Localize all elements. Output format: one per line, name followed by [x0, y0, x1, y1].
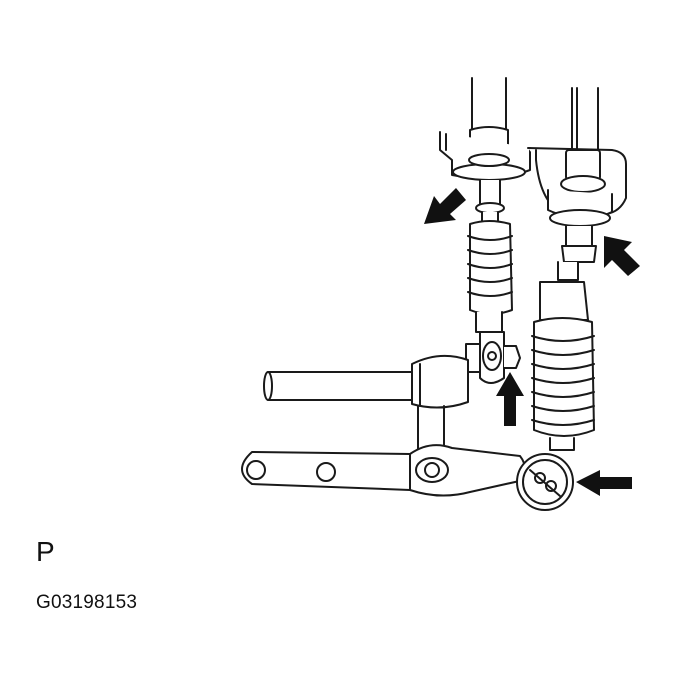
arrow-lower-right-icon: [576, 470, 632, 496]
right-end-joint: [516, 453, 574, 511]
arrow-upper-left-icon: [424, 188, 466, 224]
left-end-joint: [465, 331, 521, 384]
right-cable: [571, 87, 599, 151]
support-post: [417, 405, 445, 451]
right-boot: [531, 261, 595, 451]
arrow-upper-right-icon: [604, 236, 640, 276]
shift-lever: [241, 444, 527, 497]
left-boot: [467, 179, 513, 333]
right-bracket: [527, 147, 627, 263]
shift-shaft: [263, 354, 469, 409]
arrow-middle-up-icon: [496, 372, 524, 426]
figure-label: P: [36, 536, 55, 567]
figure-code: G03198153: [36, 592, 138, 613]
